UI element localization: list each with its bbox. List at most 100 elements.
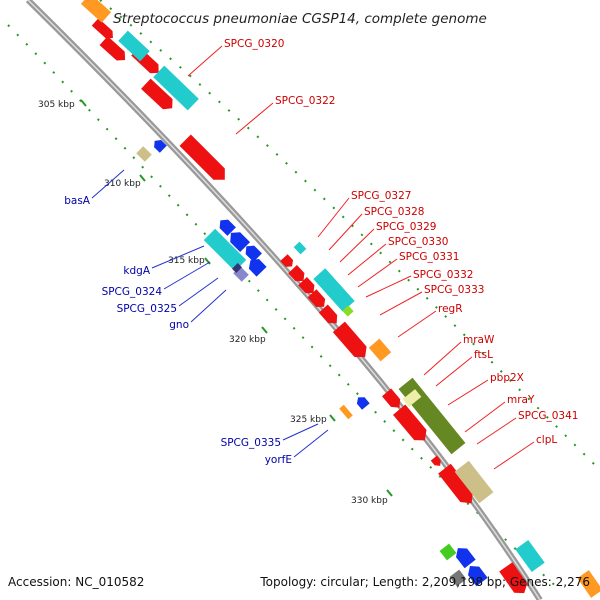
gene-label-mray[interactable]: mraY (507, 394, 535, 406)
gene-label-spcg-0330[interactable]: SPCG_0330 (388, 236, 448, 248)
gene-arrow[interactable] (318, 304, 341, 328)
inner-strand-genes (91, 18, 530, 597)
gene-arrow[interactable] (464, 562, 488, 587)
guide-tracks (7, 0, 600, 591)
leader-line (435, 356, 473, 387)
gene-arrow[interactable] (381, 388, 404, 411)
gene-label-spcg-0328[interactable]: SPCG_0328 (364, 206, 424, 218)
gene-label-spcg-0327[interactable]: SPCG_0327 (351, 190, 411, 202)
reverse-gene-labels: basA kdgA SPCG_0324 SPCG_0325 gno SPCG_0… (64, 195, 292, 466)
gene-label-spcg-0324[interactable]: SPCG_0324 (102, 286, 163, 298)
leader-line (339, 228, 375, 263)
gene-label-ftsl[interactable]: ftsL (474, 349, 493, 361)
topology-label: Topology: circular; Length: 2,209,198 bp… (259, 575, 590, 589)
gene-box[interactable] (118, 30, 150, 62)
gene-box[interactable] (368, 338, 392, 362)
gene-box[interactable] (293, 241, 307, 255)
gene-box[interactable] (80, 0, 112, 23)
gene-arrow[interactable] (242, 242, 262, 262)
forward-gene-labels: SPCG_0320 SPCG_0322 SPCG_0327 SPCG_0328 … (224, 38, 578, 446)
gene-label-spcg-0341[interactable]: SPCG_0341 (518, 410, 578, 422)
gene-arrow[interactable] (307, 289, 329, 310)
gene-label-mraw[interactable]: mraW (463, 334, 495, 346)
scale-tick (329, 414, 336, 422)
gene-arrow[interactable] (332, 321, 371, 363)
gene-arrow[interactable] (354, 394, 370, 410)
gene-label-basa[interactable]: basA (64, 195, 91, 207)
gene-box[interactable] (313, 268, 355, 312)
gene-label-spcg-0329[interactable]: SPCG_0329 (376, 221, 436, 233)
leader-line (151, 245, 205, 269)
gene-label-spcg-0335[interactable]: SPCG_0335 (221, 437, 281, 449)
gene-label-spcg-0320[interactable]: SPCG_0320 (224, 38, 284, 50)
leader-line (347, 243, 387, 276)
gene-label-clpl[interactable]: clpL (536, 434, 557, 446)
gene-arrow[interactable] (298, 277, 318, 297)
leader-line (493, 441, 535, 470)
gene-label-spcg-0322[interactable]: SPCG_0322 (275, 95, 335, 107)
map-title: Streptococcus pneumoniae CGSP14, complet… (113, 11, 487, 27)
leader-line (476, 417, 517, 445)
gene-box[interactable] (342, 305, 354, 317)
gene-box[interactable] (402, 389, 422, 407)
gene-label-spcg-0332[interactable]: SPCG_0332 (413, 269, 473, 281)
scale-label-325: 325 kbp (290, 415, 327, 425)
gene-arrow[interactable] (151, 137, 167, 153)
scale-label-330: 330 kbp (351, 496, 388, 506)
gene-arrow[interactable] (136, 146, 152, 162)
gene-arrow[interactable] (288, 265, 308, 285)
gene-arrow[interactable] (179, 134, 231, 186)
gene-box[interactable] (449, 569, 467, 587)
gene-arrow[interactable] (91, 18, 117, 41)
gene-arrow[interactable] (141, 78, 177, 114)
gene-box[interactable] (232, 263, 242, 273)
scale-label-315: 315 kbp (168, 256, 205, 266)
gene-arrow[interactable] (430, 455, 444, 469)
leader-line (293, 429, 329, 458)
gene-arrow[interactable] (99, 36, 130, 64)
gene-label-spcg-0325[interactable]: SPCG_0325 (117, 303, 177, 315)
leader-line (235, 102, 274, 135)
gene-arrow[interactable] (499, 562, 530, 597)
gene-box[interactable] (153, 65, 199, 111)
gene-box[interactable] (577, 570, 600, 598)
gene-arrow[interactable] (393, 404, 431, 446)
gene-arrow[interactable] (438, 463, 478, 509)
leader-line (282, 423, 319, 441)
gene-label-spcg-0331[interactable]: SPCG_0331 (399, 251, 459, 263)
gene-arrow[interactable] (245, 255, 267, 277)
gene-box[interactable] (439, 543, 457, 561)
gene-label-kdga[interactable]: kdgA (123, 265, 150, 277)
gene-label-spcg-0333[interactable]: SPCG_0333 (424, 284, 484, 296)
gene-arrow[interactable] (452, 544, 476, 569)
scale-label-320: 320 kbp (229, 335, 266, 345)
leader-line (91, 169, 125, 199)
gene-box[interactable] (339, 404, 353, 420)
genome-backbone (25, 0, 543, 600)
leader-line (163, 261, 211, 290)
leader-line (423, 341, 462, 376)
scale-tick (386, 489, 393, 497)
gene-box[interactable] (454, 460, 494, 504)
scale-labels: 305 kbp 310 kbp 315 kbp 320 kbp 325 kbp … (38, 100, 388, 506)
gene-box[interactable] (515, 539, 545, 573)
leader-line (317, 197, 350, 238)
gene-label-pbp2x[interactable]: pbp2X (490, 372, 524, 384)
guide-track-outer (99, 0, 600, 471)
gene-label-gno[interactable]: gno (169, 319, 189, 331)
leader-line (447, 379, 489, 406)
reverse-strand-genes (136, 137, 488, 587)
leader-line (464, 401, 506, 433)
leader-line (379, 291, 423, 316)
scale-tick (80, 99, 87, 107)
forward-leader-lines (187, 45, 535, 470)
gene-box[interactable] (203, 228, 247, 272)
gene-label-yorfe[interactable]: yorfE (265, 454, 292, 466)
accession-label: Accession: NC_010582 (8, 575, 144, 589)
gene-arrow[interactable] (280, 254, 295, 270)
gene-arrow[interactable] (216, 216, 236, 236)
guide-track-inner (7, 24, 561, 591)
gene-label-regr[interactable]: regR (438, 303, 463, 315)
leader-line (178, 277, 219, 307)
